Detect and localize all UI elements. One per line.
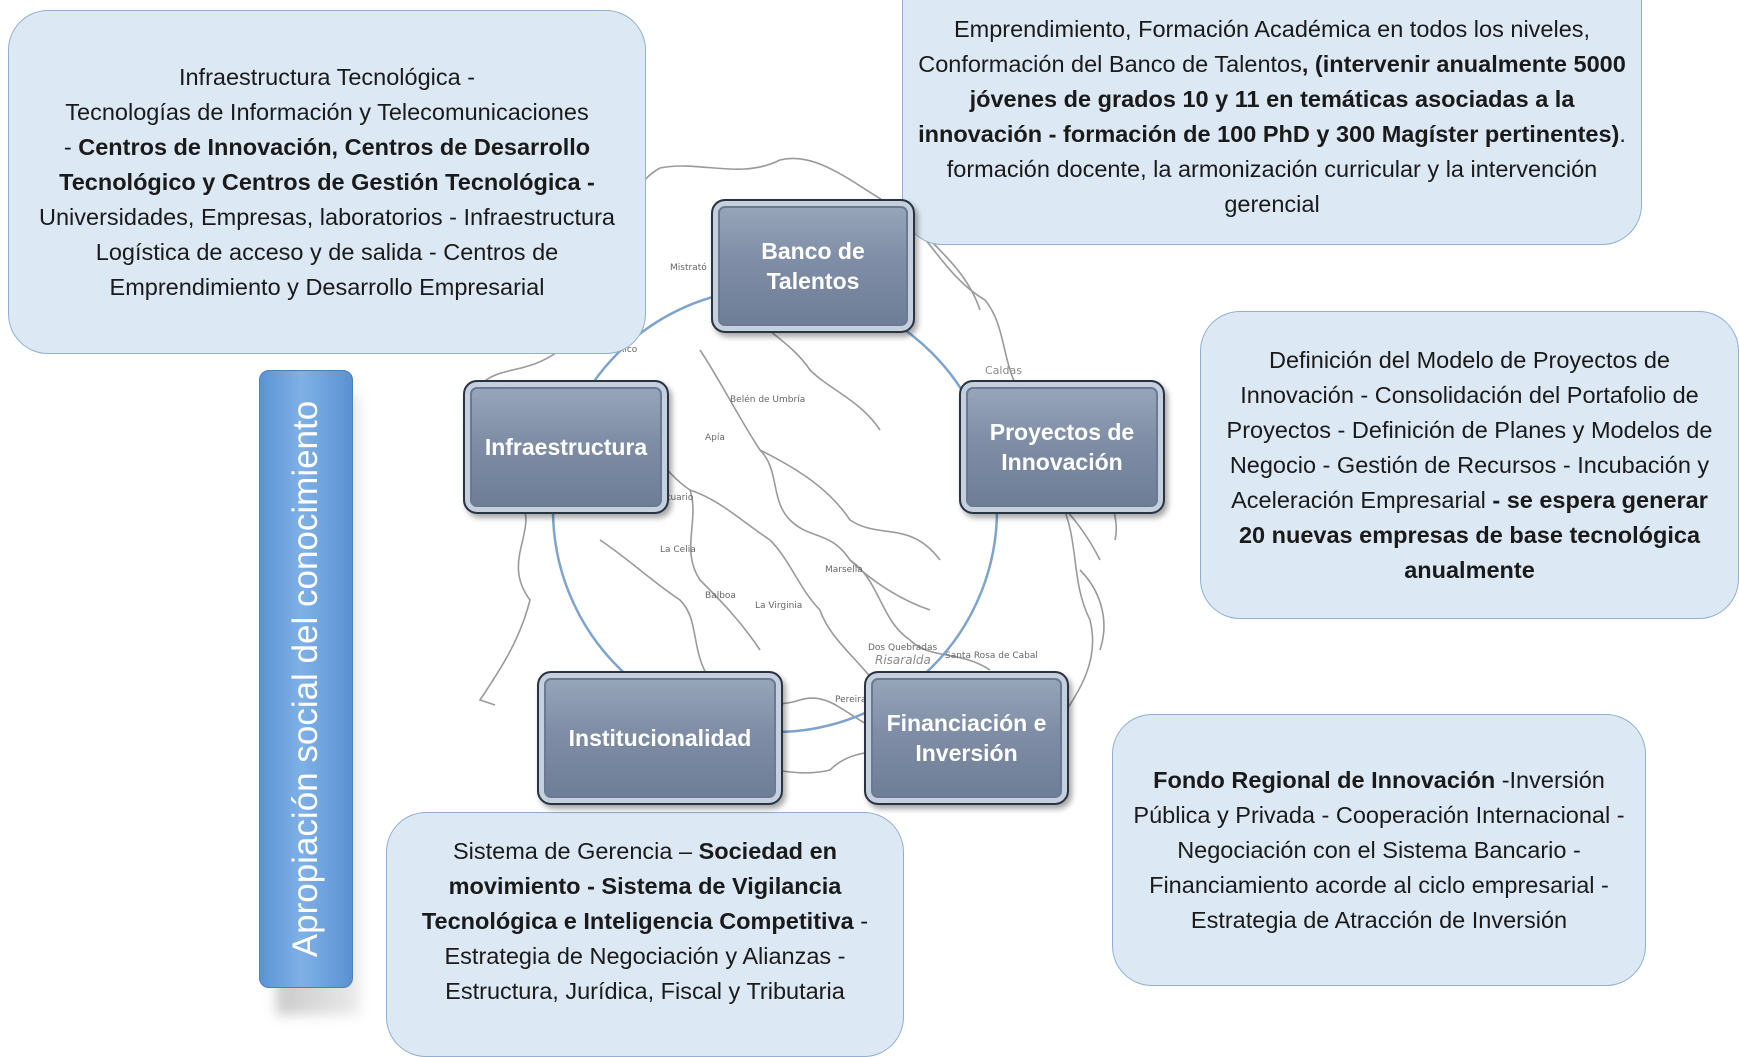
map-label-la-celia: La Celia [660,545,696,555]
node-label: Institucionalidad [568,725,752,751]
node-label: Banco de Talentos [761,238,865,294]
node-label: Financiación e Inversión [886,710,1047,766]
side-bar-label: Apropiación social del conocimiento [286,400,325,958]
side-bar: Apropiación social del conocimiento [259,370,353,988]
node-infraestructura[interactable]: Infraestructura [463,380,669,514]
map-label-apia: Apía [705,433,725,443]
map-label-mistrato: Mistrató [670,262,707,273]
map-label-santa-rosa: Santa Rosa de Cabal [945,651,1038,661]
node-institucionalidad[interactable]: Institucionalidad [537,671,783,805]
callout-institucionalidad: Sistema de Gerencia – Sociedad en movimi… [386,812,904,1057]
map-label-santuario: Santuario [650,493,694,503]
map-label-la-virginia: La Virginia [755,601,802,611]
node-proyectos-de-innovacion[interactable]: Proyectos de Innovación [959,380,1165,514]
map-label-dos-quebradas: Dos Quebradas [868,643,937,653]
map-label-pereira: Pereira [835,695,866,705]
map-label-belen: Belén de Umbría [730,394,805,405]
callout-financiacion-e-inversion: Fondo Regional de Innovación -Inversión … [1112,714,1646,986]
map-label-risaralda: Risaralda [875,653,931,667]
node-banco-de-talentos[interactable]: Banco de Talentos [711,199,915,333]
map-label-caldas: Caldas [985,364,1022,377]
callout-banco-de-talentos: Emprendimiento, Formación Académica en t… [902,0,1642,245]
callout-infraestructura: Infraestructura Tecnológica - Tecnología… [8,10,646,354]
callout-proyectos-de-innovacion: Definición del Modelo de Proyectos de In… [1200,311,1739,619]
node-label: Proyectos de Innovación [989,419,1135,475]
node-financiacion-e-inversion[interactable]: Financiación e Inversión [864,671,1069,805]
node-label: Infraestructura [484,434,648,460]
map-label-marsella: Marsella [825,565,863,575]
map-label-balboa: Balboa [705,591,736,601]
